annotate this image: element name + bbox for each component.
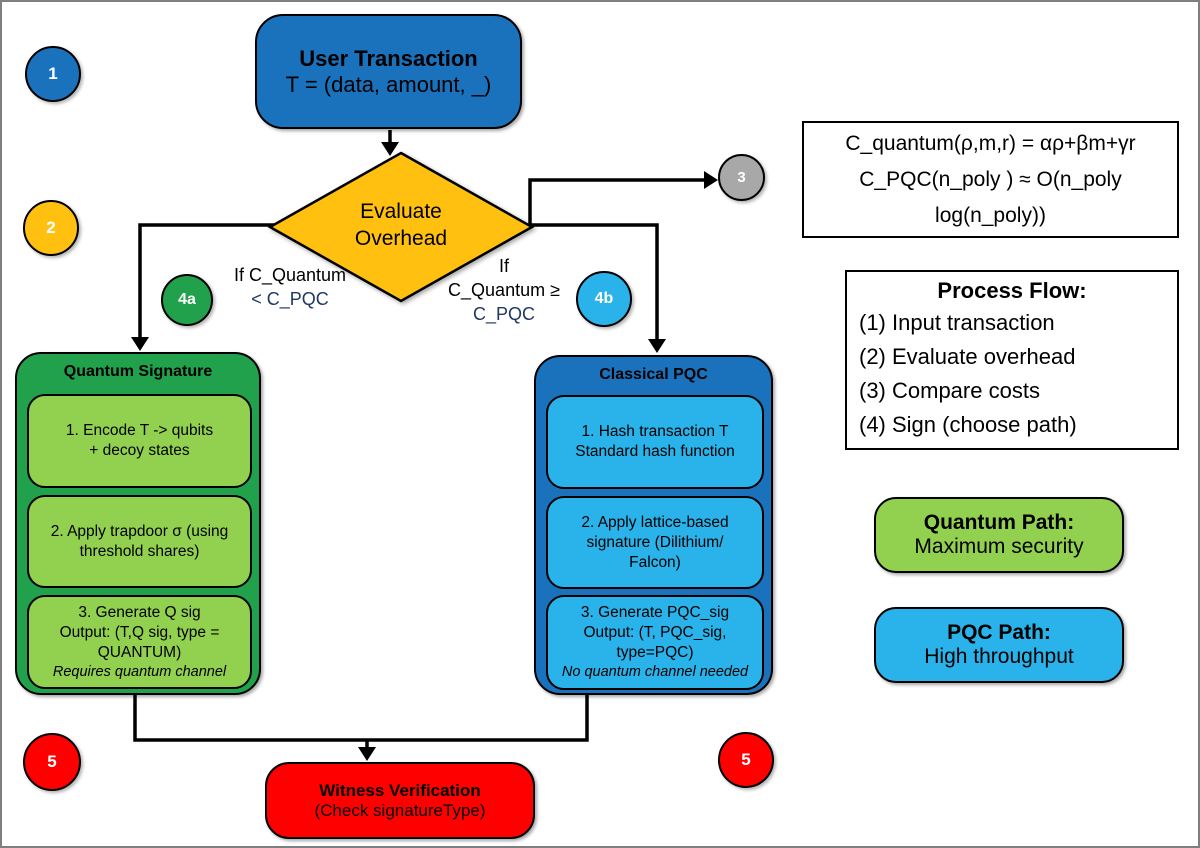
condition-pqc-line2: C_Quantum ≥	[448, 280, 560, 300]
marker-5-right: 5	[718, 732, 774, 788]
quantum-branch-header: Quantum Signature	[63, 363, 213, 380]
classical-pqc-container: Classical PQC 1. Hash transaction T Stan…	[534, 355, 773, 695]
marker-2-label: 2	[46, 218, 56, 237]
marker-3: 3	[718, 154, 765, 201]
condition-quantum-line1: If C_Quantum	[233, 265, 347, 285]
witness-subtitle: (Check signatureType)	[314, 800, 486, 820]
pqc-step-1-text: 1. Hash transaction T Standard hash func…	[575, 423, 735, 460]
quantum-signature-container: Quantum Signature 1. Encode T -> qubits …	[15, 352, 261, 695]
pqc-step-2-text: 2. Apply lattice-based signature (Dilith…	[581, 513, 729, 571]
legend-quantum-path: Quantum Path: Maximum security	[874, 497, 1124, 573]
quantum-step-3: 3. Generate Q sig Output: (T,Q sig, type…	[27, 595, 252, 689]
marker-4a-label: 4a	[178, 291, 196, 308]
quantum-step-3-note: Requires quantum channel	[52, 663, 227, 680]
pqc-step-1: 1. Hash transaction T Standard hash func…	[546, 395, 764, 489]
process-flow-item-2: (2) Evaluate overhead	[859, 344, 1076, 369]
user-transaction-node: User Transaction T = (data, amount, _)	[255, 14, 522, 129]
condition-pqc-line3: C_PQC	[472, 304, 535, 324]
quantum-step-2: 2. Apply trapdoor σ (using threshold sha…	[27, 495, 252, 588]
legend-pqc-title: PQC Path:	[947, 621, 1051, 644]
marker-1-label: 1	[48, 64, 58, 83]
marker-3-label: 3	[737, 169, 746, 186]
marker-1: 1	[25, 46, 81, 102]
process-flow-item-3: (3) Compare costs	[859, 378, 1040, 403]
decision-label: Evaluate Overhead	[354, 200, 448, 250]
pqc-step-3-text: 3. Generate PQC_sig Output: (T, PQC_sig,…	[580, 604, 730, 661]
condition-pqc-label: If C_Quantum ≥ C_PQC	[439, 254, 569, 326]
connector-branches-to-witness	[133, 695, 589, 761]
quantum-step-2-text: 2. Apply trapdoor σ (using threshold sha…	[50, 522, 229, 560]
user-transaction-subtitle: T = (data, amount, _)	[285, 71, 492, 97]
marker-4a: 4a	[161, 274, 213, 326]
condition-quantum-line2: < C_PQC	[251, 289, 329, 309]
connector-decision-to-compare	[528, 171, 718, 225]
formula-text: C_quantum(ρ,m,r) = αρ+βm+γr C_PQC(n_poly…	[845, 131, 1136, 227]
quantum-step-1: 1. Encode T -> qubits + decoy states	[27, 394, 252, 488]
pqc-step-3: 3. Generate PQC_sig Output: (T, PQC_sig,…	[546, 595, 764, 690]
formula-box: C_quantum(ρ,m,r) = αρ+βm+γr C_PQC(n_poly…	[802, 121, 1179, 238]
process-flow-box: Process Flow: (1) Input transaction (2) …	[845, 270, 1179, 450]
process-flow-title: Process Flow:	[937, 278, 1087, 303]
connector-transaction-to-decision	[381, 130, 399, 156]
process-flow-item-4: (4) Sign (choose path)	[859, 412, 1077, 437]
legend-pqc-path: PQC Path: High throughput	[874, 607, 1124, 683]
marker-2: 2	[23, 200, 79, 256]
marker-5-left: 5	[23, 733, 81, 791]
quantum-step-3-text: 3. Generate Q sig Output: (T,Q sig, type…	[59, 603, 220, 661]
witness-verification-node: Witness Verification (Check signatureTyp…	[265, 762, 535, 839]
quantum-step-1-text: 1. Encode T -> qubits + decoy states	[65, 422, 214, 459]
legend-pqc-subtitle: High throughput	[924, 645, 1074, 668]
marker-5-left-label: 5	[47, 752, 57, 771]
pqc-branch-header: Classical PQC	[599, 366, 708, 383]
marker-4b: 4b	[576, 271, 632, 327]
witness-title: Witness Verification	[319, 780, 481, 800]
process-flow-item-1: (1) Input transaction	[859, 310, 1055, 335]
condition-quantum-label: If C_Quantum < C_PQC	[214, 263, 366, 311]
marker-5-right-label: 5	[741, 750, 751, 769]
pqc-step-2: 2. Apply lattice-based signature (Dilith…	[546, 496, 764, 589]
marker-4b-label: 4b	[594, 290, 614, 307]
legend-quantum-title: Quantum Path:	[923, 511, 1075, 534]
pqc-step-3-note: No quantum channel needed	[561, 664, 749, 680]
legend-quantum-subtitle: Maximum security	[914, 535, 1084, 558]
condition-pqc-line1: If	[498, 256, 509, 276]
user-transaction-title: User Transaction	[299, 45, 478, 71]
